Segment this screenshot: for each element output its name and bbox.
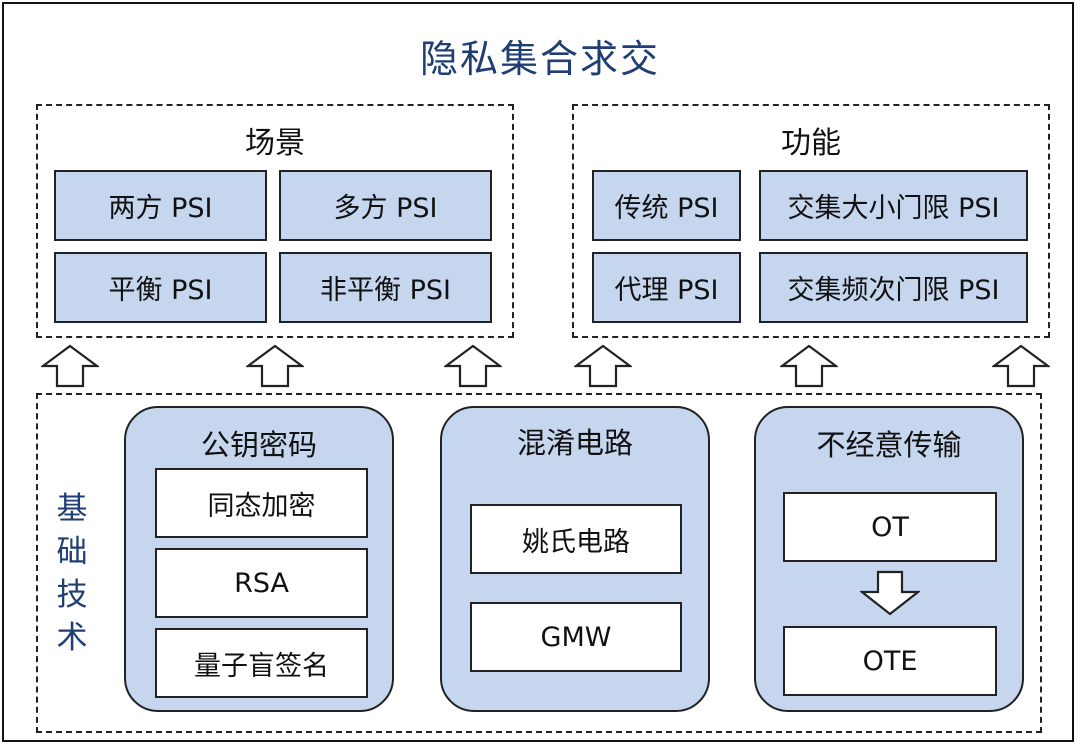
up-arrow-icon <box>574 344 632 388</box>
function-cell-proxy: 代理 PSI <box>592 252 741 323</box>
scenario-title: 场景 <box>245 126 305 161</box>
function-cell-traditional: 传统 PSI <box>592 170 741 241</box>
item-quantum-blind-signature: 量子盲签名 <box>155 628 368 698</box>
item-rsa: RSA <box>155 548 368 618</box>
item-ote: OTE <box>783 626 997 696</box>
foundation-label: 基 础 技 术 <box>52 488 92 660</box>
group-title: 不经意传输 <box>816 428 962 462</box>
item-gmw: GMW <box>470 602 682 672</box>
foundation-label-char: 基 <box>56 491 88 527</box>
scenario-cell-unbalanced: 非平衡 PSI <box>279 252 492 323</box>
scenario-cell-multi-party: 多方 PSI <box>279 170 492 241</box>
up-arrow-icon <box>41 344 99 388</box>
up-arrow-icon <box>444 344 502 388</box>
up-arrow-icon <box>780 344 838 388</box>
group-title: 公钥密码 <box>200 428 317 462</box>
up-arrow-icon <box>992 344 1050 388</box>
scenario-section <box>36 104 514 338</box>
group-garbled-circuits: 混淆电路 姚氏电路 GMW <box>440 406 710 712</box>
foundation-label-char: 技 <box>56 577 88 613</box>
group-oblivious-transfer: 不经意传输 OT OTE <box>754 406 1024 712</box>
function-cell-frequency-threshold: 交集频次门限 PSI <box>759 252 1028 323</box>
scenario-cell-balanced: 平衡 PSI <box>54 252 267 323</box>
item-ot: OT <box>783 492 997 562</box>
function-cell-size-threshold: 交集大小门限 PSI <box>759 170 1028 241</box>
group-title: 混淆电路 <box>516 426 633 460</box>
diagram-title: 隐私集合求交 <box>419 37 660 81</box>
item-homomorphic-encryption: 同态加密 <box>155 468 368 538</box>
item-yao-circuit: 姚氏电路 <box>470 504 682 574</box>
foundation-label-char: 术 <box>56 620 88 656</box>
function-section <box>572 104 1050 338</box>
up-arrow-icon <box>246 344 304 388</box>
function-title: 功能 <box>781 126 841 161</box>
group-public-key: 公钥密码 同态加密 RSA 量子盲签名 <box>124 406 394 712</box>
foundation-section <box>36 393 1042 733</box>
down-arrow-icon <box>860 570 920 616</box>
scenario-cell-two-party: 两方 PSI <box>54 170 267 241</box>
foundation-label-char: 础 <box>56 534 88 570</box>
